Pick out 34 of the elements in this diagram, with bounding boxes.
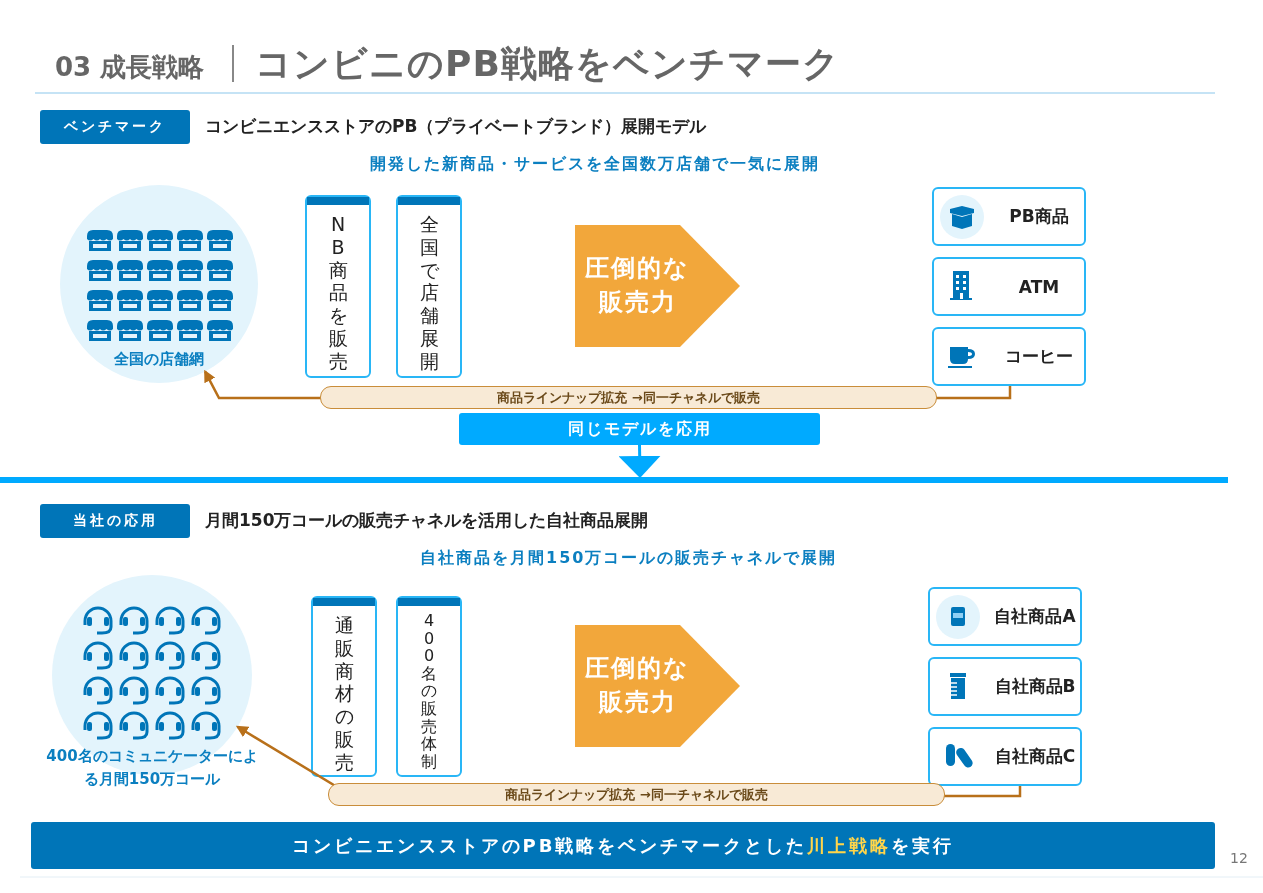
product-name: 自社商品A <box>994 605 1076 628</box>
callout-bar: 同じモデルを応用 <box>459 413 820 445</box>
chevron-arrow <box>618 444 661 478</box>
subheading: 自社商品を月間150万コールの販売チャネルで展開 <box>420 548 838 569</box>
section-tag: 当社の応用 <box>40 504 190 538</box>
conclusion-banner: コンビニエンスストアのPB戦略をベンチマークとした川上戦略を実行 <box>31 822 1215 869</box>
product-card <box>928 657 1082 716</box>
product-name: コーヒー <box>1004 345 1074 368</box>
product-name: 自社商品C <box>994 745 1076 768</box>
section-tag: ベンチマーク <box>40 110 190 144</box>
product-card <box>932 257 1086 316</box>
section-heading: コンビニエンスストアのPB（プライベートブランド）展開モデル <box>205 115 707 138</box>
circle-caption: 400名のコミュニケーターによる月間150万コール <box>45 746 259 790</box>
product-card <box>932 327 1086 386</box>
vertical-card: 400名の販売体制 <box>396 596 462 777</box>
pentagon-arrow: 圧倒的な販売力 <box>575 225 740 347</box>
vertical-card: 通販商材の販売 <box>311 596 377 777</box>
product-card <box>928 587 1082 646</box>
subheading: 開発した新商品・サービスを全国数万店舗で一気に展開 <box>370 154 820 175</box>
vertical-card: NB商品を販売 <box>305 195 371 378</box>
section-heading: 月間150万コールの販売チャネルを活用した自社商品展開 <box>205 509 649 532</box>
section-number: 03 成長戦略 <box>55 51 205 84</box>
page-title: コンビニのPB戦略をベンチマーク <box>255 42 840 86</box>
product-name: 自社商品B <box>994 675 1076 698</box>
product-name: PB商品 <box>1008 205 1070 228</box>
circle-caption: 全国の店舗網 <box>113 350 205 369</box>
pentagon-arrow: 圧倒的な販売力 <box>575 625 740 747</box>
page-number: 12 <box>1230 850 1248 866</box>
product-card <box>928 727 1082 786</box>
edge-label: 商品ラインナップ拡充 →同一チャネルで販売 <box>320 386 937 409</box>
edge-label: 商品ラインナップ拡充 →同一チャネルで販売 <box>328 783 945 806</box>
product-name: ATM <box>1017 275 1061 299</box>
vertical-card: 全国で店舗展開 <box>396 195 462 378</box>
product-card <box>932 187 1086 246</box>
